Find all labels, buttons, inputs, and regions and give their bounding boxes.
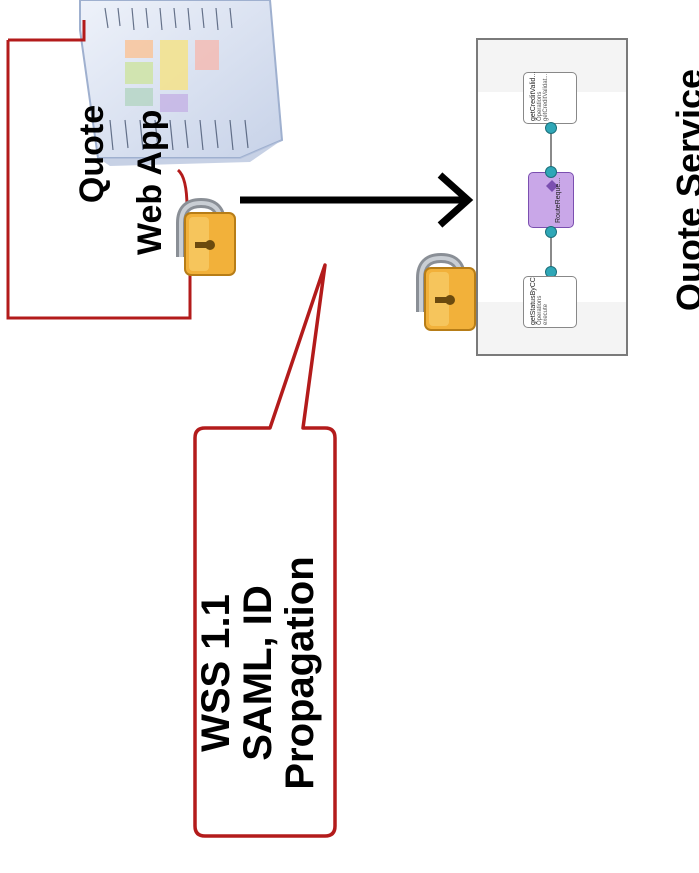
- router-icon: [546, 180, 558, 192]
- service-node-status[interactable]: getStatusByCC Operations execute: [523, 276, 577, 328]
- connector-dot: [545, 226, 557, 238]
- padlock-icon: [416, 252, 476, 331]
- router-label: RouteReque...: [555, 177, 562, 223]
- service-composite: getCreditValid... Operations getCreditVa…: [476, 38, 628, 356]
- callout-line3: Propagation: [278, 556, 322, 790]
- callout-line1: WSS 1.1: [194, 594, 238, 752]
- callout-line2: SAML, ID: [236, 585, 280, 761]
- service-title: Quote Service: [669, 68, 699, 312]
- node-sub: getCreditValidat...: [543, 73, 549, 121]
- web-app-page-icon: [79, 0, 284, 166]
- connector-dot: [545, 122, 557, 134]
- node-label: getCreditValid...: [530, 71, 537, 121]
- callout-text: WSS 1.1 SAML, ID Propagation: [194, 473, 322, 873]
- security-callout: [193, 263, 337, 838]
- padlock-icon: [176, 197, 236, 276]
- node-sub: execute: [543, 303, 549, 325]
- service-node-credit[interactable]: getCreditValid... Operations getCreditVa…: [523, 72, 577, 124]
- connector-dot: [545, 166, 557, 178]
- request-arrow: [240, 172, 474, 228]
- node-label: getStatusByCC: [530, 277, 537, 325]
- router-node[interactable]: RouteReque...: [528, 172, 574, 228]
- app-name: Quote: [73, 104, 111, 204]
